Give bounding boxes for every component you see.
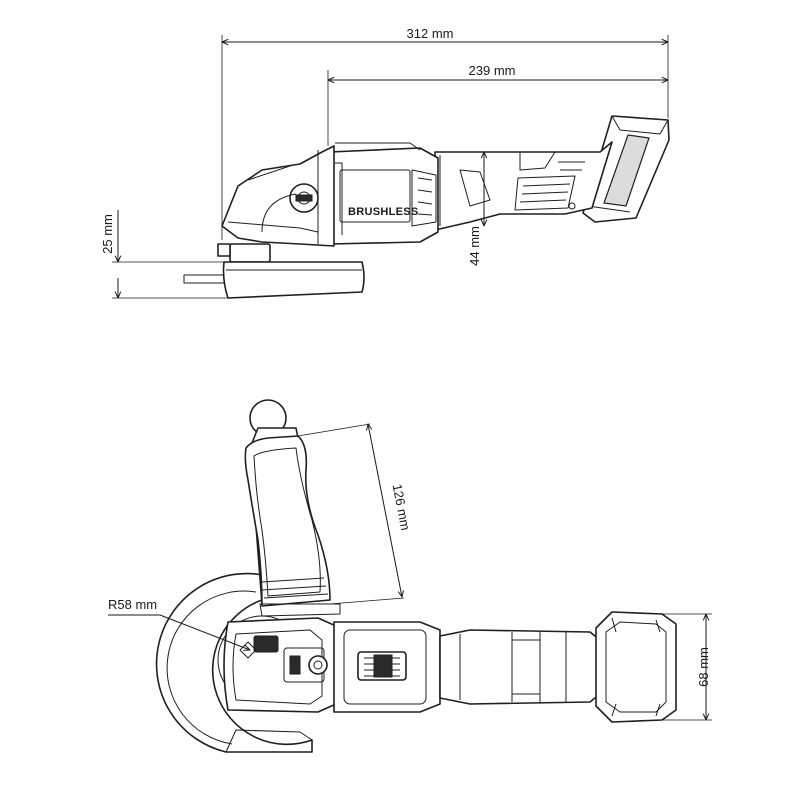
- disc-guard-side: [183, 243, 365, 299]
- gear-head-side: [221, 145, 335, 247]
- dimension-handle-length: 126 mm: [390, 483, 414, 532]
- dimension-battery-width: 68 mm: [696, 647, 711, 687]
- battery-pack-top: [595, 611, 677, 723]
- dimension-guard-radius: R58 mm: [108, 597, 157, 612]
- grip-top: [439, 629, 601, 705]
- disc-guard-top: [155, 572, 313, 753]
- dimension-overall-length: 312 mm: [407, 26, 454, 41]
- dimension-spindle-height: 25 mm: [100, 214, 115, 254]
- handle-side: [434, 141, 613, 231]
- top-view: [108, 399, 712, 753]
- dimension-body-height: 44 mm: [467, 226, 482, 266]
- dimension-lines-top: [108, 424, 712, 720]
- battery-pack-side: [582, 115, 670, 223]
- motor-housing-side: BRUSHLESS: [329, 142, 439, 245]
- side-handle-top: [244, 399, 341, 617]
- dimension-body-length: 239 mm: [469, 63, 516, 78]
- side-view: BRUSHLESS: [112, 35, 670, 299]
- gear-head-top: [223, 617, 337, 713]
- brushless-badge: BRUSHLESS: [348, 206, 419, 218]
- motor-body-top: [333, 621, 441, 713]
- dimension-lines-side: [112, 35, 668, 298]
